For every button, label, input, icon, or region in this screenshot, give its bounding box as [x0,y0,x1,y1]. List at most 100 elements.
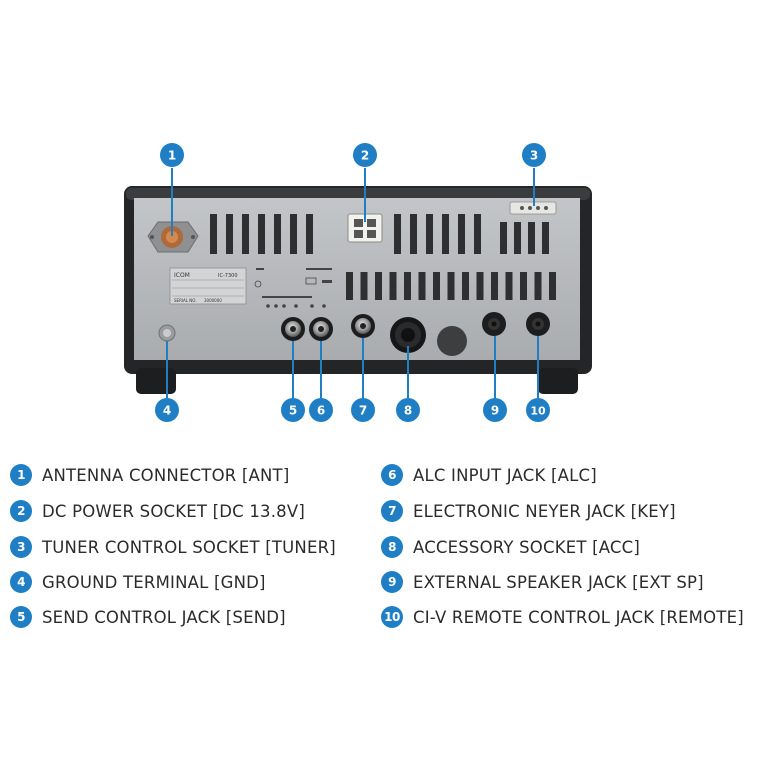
label-plate: ICOM IC-7300 SERIAL NO. 3000000 [169,267,247,305]
brand-label: ICOM [174,272,190,279]
legend-badge: 3 [10,536,32,558]
callout-7: 7 [351,398,375,422]
send-jack [281,317,305,341]
svg-text:7: 7 [359,404,367,418]
vent-slot [375,272,382,300]
legend-badge: 4 [10,571,32,593]
legend-badge: 8 [381,536,403,558]
legend-item-2: 2 DC POWER SOCKET [DC 13.8V] [10,498,305,524]
vent-slot [404,272,411,300]
callout-4: 4 [155,398,179,422]
vent-slot [346,272,353,300]
vent-slot [474,214,481,254]
vent-slot [514,222,521,254]
key-jack [351,314,375,338]
legend-badge: 9 [381,571,403,593]
ext-sp-jack [482,312,506,336]
vent-slot [410,214,417,254]
svg-text:6: 6 [317,404,325,418]
vent-slot [274,214,281,254]
callout-9: 9 [483,398,507,422]
legend-badge: 5 [10,606,32,628]
vent-slot [447,272,455,300]
model-label: IC-7300 [218,273,238,279]
legend-badge: 7 [381,500,403,522]
vent-slot [389,272,397,300]
radio-rear-panel-diagram: ICOM IC-7300 SERIAL NO. 3000000 [124,143,592,422]
callout-10: 10 [526,398,550,422]
legend-item-9: 9 EXTERNAL SPEAKER JACK [EXT SP] [381,569,704,595]
vent-slot [462,272,469,300]
legend-item-7: 7 ELECTRONIC NEYER JACK [KEY] [381,498,676,524]
legend-badge: 10 [381,606,403,628]
serial-number: 3000000 [204,298,222,303]
vent-slot [549,272,556,300]
legend: 1 ANTENNA CONNECTOR [ANT] 2 DC POWER SOC… [0,458,768,638]
antenna-connector [147,221,199,253]
legend-label: EXTERNAL SPEAKER JACK [EXT SP] [413,572,704,592]
vent-slot [418,272,426,300]
svg-text:4: 4 [163,404,171,418]
vent-slot [500,222,507,254]
svg-text:3: 3 [530,149,538,163]
legend-item-3: 3 TUNER CONTROL SOCKET [TUNER] [10,534,336,560]
legend-item-4: 4 GROUND TERMINAL [GND] [10,569,266,595]
legend-item-8: 8 ACCESSORY SOCKET [ACC] [381,534,640,560]
serial-label: SERIAL NO. [174,298,197,303]
legend-item-5: 5 SEND CONTROL JACK [SEND] [10,604,286,630]
accessory-socket [390,317,426,353]
vent-slot [306,214,313,254]
vent-slot [542,222,549,254]
vent-slot [528,222,535,254]
callout-3: 3 [522,143,546,167]
vent-slot [360,272,368,300]
callout-5: 5 [281,398,305,422]
legend-label: ALC INPUT JACK [ALC] [413,465,597,485]
ground-terminal [158,324,176,342]
jacks [281,312,550,341]
svg-text:9: 9 [491,404,499,418]
callout-1: 1 [160,143,184,167]
legend-item-6: 6 ALC INPUT JACK [ALC] [381,462,597,488]
legend-badge: 6 [381,464,403,486]
legend-label: ACCESSORY SOCKET [ACC] [413,537,640,557]
panel-markings [254,268,332,308]
legend-label: ELECTRONIC NEYER JACK [KEY] [413,501,676,521]
legend-badge: 2 [10,500,32,522]
legend-item-1: 1 ANTENNA CONNECTOR [ANT] [10,462,289,488]
legend-label: SEND CONTROL JACK [SEND] [42,607,286,627]
vent-slots [210,214,556,300]
vent-slot [394,214,401,254]
vent-slot [290,214,297,254]
svg-text:5: 5 [289,404,297,418]
legend-label: ANTENNA CONNECTOR [ANT] [42,465,290,485]
vent-slot [226,214,233,254]
leader-lines [166,168,539,398]
vent-slot [242,214,249,254]
svg-text:2: 2 [361,149,369,163]
legend-label: CI-V REMOTE CONTROL JACK [REMOTE] [413,607,744,627]
alc-jack [309,317,333,341]
callout-8: 8 [396,398,420,422]
vent-slot [442,214,449,254]
svg-text:1: 1 [168,149,176,163]
callout-2: 2 [353,143,377,167]
vent-slot [520,272,527,300]
callout-bubbles: 1 2 3 4 5 6 7 8 [155,143,550,422]
vent-slot [458,214,465,254]
legend-badge: 1 [10,464,32,486]
legend-label: GROUND TERMINAL [GND] [42,572,266,592]
svg-text:10: 10 [530,405,546,418]
vent-slot [433,272,440,300]
svg-text:8: 8 [404,404,412,418]
vent-slot [534,272,542,300]
vent-slot [426,214,433,254]
remote-jack [526,312,550,336]
callout-6: 6 [309,398,333,422]
legend-item-10: 10 CI-V REMOTE CONTROL JACK [REMOTE] [381,604,744,630]
vent-slot [505,272,513,300]
legend-label: TUNER CONTROL SOCKET [TUNER] [42,537,336,557]
vent-slot [476,272,484,300]
legend-label: DC POWER SOCKET [DC 13.8V] [42,501,305,521]
vent-slot [258,214,265,254]
